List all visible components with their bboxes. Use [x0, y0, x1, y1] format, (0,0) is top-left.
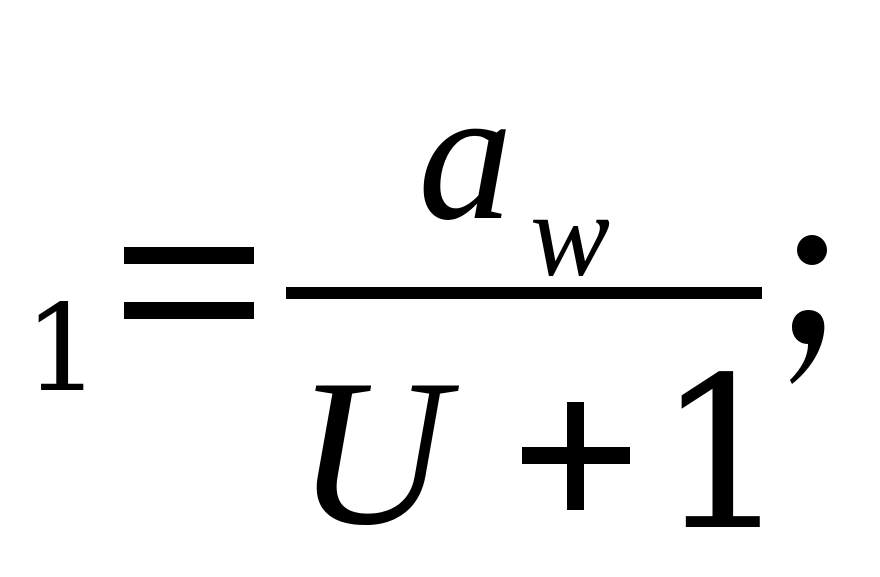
numerator-symbol: a	[418, 50, 513, 260]
equals-bar-bottom	[124, 302, 254, 319]
semicolon-dot	[797, 235, 827, 265]
fraction-bar	[286, 287, 762, 299]
lhs-subscript: 1	[24, 280, 101, 419]
semicolon-tail	[790, 310, 825, 384]
equals-bar-top	[124, 247, 254, 264]
numerator-subscript: w	[530, 168, 611, 301]
denominator-variable: U	[296, 337, 448, 569]
plus-bar-vertical	[567, 402, 584, 510]
denominator-constant: 1	[656, 332, 790, 577]
